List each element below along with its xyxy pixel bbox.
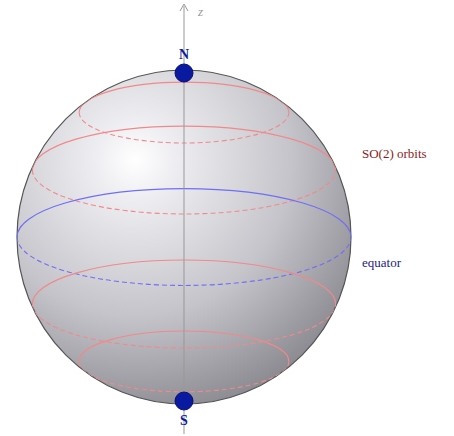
north-pole-dot [175, 64, 193, 82]
orbit-label: SO(2) orbits [362, 147, 427, 160]
pole-label: N [179, 48, 189, 62]
axis-arrowhead [180, 4, 188, 11]
equator-label: equator [362, 256, 401, 269]
axis-label: z [198, 5, 203, 18]
south-pole-dot [175, 392, 193, 410]
pole-label: S [180, 414, 188, 428]
